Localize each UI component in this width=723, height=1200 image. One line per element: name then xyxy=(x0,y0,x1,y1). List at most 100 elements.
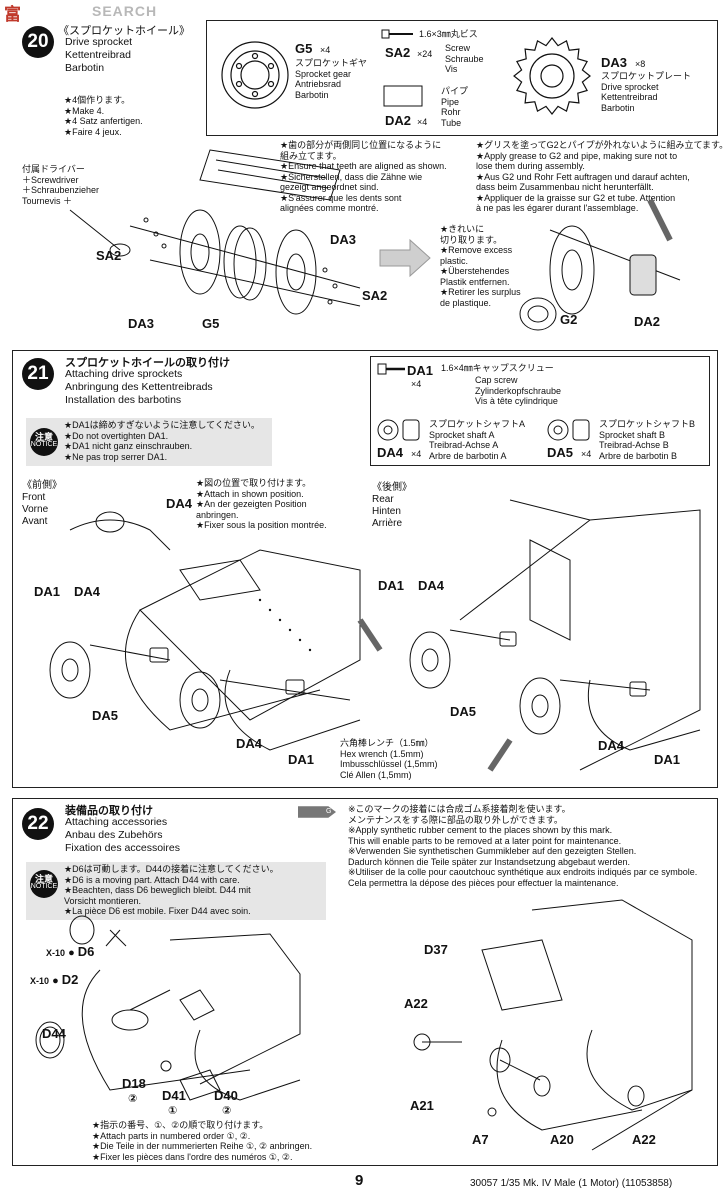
label-d44: D44 xyxy=(42,1026,66,1041)
step-20-title-jp: 《スプロケットホイール》 xyxy=(58,25,190,37)
watermark-cjk: 富 xyxy=(4,5,21,24)
g5-gear-icon xyxy=(221,41,289,109)
label-x10-d6: X-10 ● D6 xyxy=(46,944,94,959)
sa2-desc: Screw Schraube Vis xyxy=(445,43,484,74)
da1-desc: Cap screw Zylinderkopfschraube Vis à têt… xyxy=(475,375,562,406)
label-d37: D37 xyxy=(424,942,448,957)
da5-qty: ×4 xyxy=(581,449,592,459)
step-20-title-en: Drive sprocket xyxy=(65,36,133,48)
grease-note: ★グリスを塗ってG2とパイプが外れないように組み立てます。 ★Apply gre… xyxy=(476,140,723,213)
da5-label: DA5 xyxy=(547,445,574,460)
label-da4-top: DA4 xyxy=(166,496,193,511)
rear-hull-drawing xyxy=(357,499,701,772)
step-21-title-fr: Installation des barbotins xyxy=(65,394,182,406)
step-21-notice-text: ★DA1は締めすぎないように注意してください。 ★Do not overtigh… xyxy=(64,420,260,462)
label-d40-order: ② xyxy=(222,1105,232,1117)
label-da3-right: DA3 xyxy=(330,232,357,247)
da4-label: DA4 xyxy=(377,445,404,460)
step-22-panel xyxy=(12,798,718,1166)
grease-assembly-drawing xyxy=(549,198,681,315)
watermark: 富 SEARCH xyxy=(0,0,180,24)
label-da3-left: DA3 xyxy=(128,316,155,331)
step-22-title-fr: Fixation des accessoires xyxy=(65,842,180,854)
step-21-title-jp: スプロケットホイールの取り付け xyxy=(65,357,230,369)
dot-icon: ● xyxy=(52,975,59,987)
step-22-notice-text: ★D6は可動します。D44の接着に注意してください。 ★D6 is a movi… xyxy=(64,864,279,916)
cement-mark-icon xyxy=(298,806,336,818)
da2-label: DA2 xyxy=(385,113,412,128)
step-20-make4-note: ★4個作ります。 ★Make 4. ★4 Satz anfertigen. ★F… xyxy=(64,95,143,137)
da1-qty: ×4 xyxy=(411,379,422,389)
step-20-number: 20 xyxy=(22,26,54,58)
front-accessories-drawing xyxy=(35,915,301,1101)
step-21-title-de: Anbringung des Kettentreibrads xyxy=(65,381,213,393)
label-d18-order: ② xyxy=(128,1093,138,1105)
label-da5-left: DA5 xyxy=(92,708,119,723)
step-22-title-de: Anbau des Zubehörs xyxy=(65,829,163,841)
label-da4-right-bottom: DA4 xyxy=(598,738,625,753)
sprocket-assembly-drawing xyxy=(69,149,361,315)
step-20-parts-box: G5 ×4 スプロケットギヤ Sprocket gear Antriebsrad… xyxy=(206,20,718,136)
teeth-note: ★歯の部分が両側同じ位置になるように 組み立てます。 ★Ensure that … xyxy=(280,140,447,213)
g5-label: G5 xyxy=(295,41,313,56)
hex-wrench-label: 六角棒レンチ（1.5㎜） Hex wrench (1.5mm) Imbussch… xyxy=(340,738,438,780)
label-a22-top: A22 xyxy=(404,996,428,1011)
step-21-parts-box: DA1 ×4 1.6×4㎜キャップスクリュー Cap screw Zylinde… xyxy=(370,356,710,466)
step-21-notice-box xyxy=(26,418,272,466)
da1-spec: 1.6×4㎜キャップスクリュー xyxy=(441,363,554,373)
label-d40: D40 xyxy=(214,1088,238,1103)
sa2-label: SA2 xyxy=(385,45,411,60)
notice-en: NOTICE xyxy=(30,883,58,890)
pipe-icon xyxy=(383,85,423,107)
cap-screw-icon xyxy=(377,363,405,375)
label-a7: A7 xyxy=(472,1132,489,1147)
step-22-title-en: Attaching accessories xyxy=(65,816,168,828)
screw-icon xyxy=(381,29,413,39)
label-x10-d2: X-10 ● D2 xyxy=(30,972,78,987)
notice-jp: 注意 xyxy=(34,432,53,442)
da5-shaft-icon xyxy=(547,419,590,441)
label-da2: DA2 xyxy=(634,314,661,329)
x10-marker-a: X-10 xyxy=(46,948,66,958)
front-hull-drawing xyxy=(49,511,361,751)
dot-icon: ● xyxy=(68,947,75,959)
page-number: 9 xyxy=(355,1172,364,1189)
label-a22-bottom: A22 xyxy=(632,1132,656,1147)
step-22-notice-box xyxy=(26,862,326,920)
da1-label: DA1 xyxy=(407,363,434,378)
da3-sprocket-icon xyxy=(513,37,591,115)
step-20-title-fr: Barbotin xyxy=(65,62,105,74)
footer-model-info: 30057 1/35 Mk. IV Male (1 Motor) (110538… xyxy=(470,1178,673,1189)
label-sa2-right: SA2 xyxy=(362,288,388,303)
label-d41: D41 xyxy=(162,1088,186,1103)
screwdriver-label: 付属ドライバー ＋Screwdriver ＋Schraubenzieher To… xyxy=(22,164,100,206)
da4-shaft-icon xyxy=(377,419,420,441)
sa2-qty: ×24 xyxy=(417,49,433,59)
da5-desc: スプロケットシャフトB Sprocket shaft B Treibrad-Ac… xyxy=(599,419,696,461)
step-21-number: 21 xyxy=(22,358,54,390)
label-sa2-left: SA2 xyxy=(96,248,122,263)
da2-qty: ×4 xyxy=(417,117,428,127)
watermark-text: SEARCH xyxy=(92,3,158,19)
x10-marker-b: X-10 xyxy=(30,976,50,986)
label-a21: A21 xyxy=(410,1098,434,1113)
g5-desc: スプロケットギヤ Sprocket gear Antriebsrad Barbo… xyxy=(295,58,368,100)
cement-mark-g: G xyxy=(326,808,332,815)
step-20-title-de: Kettentreibrad xyxy=(65,49,131,61)
label-d6: D6 xyxy=(77,944,95,959)
notice-jp: 注意 xyxy=(34,874,53,884)
arrow-right-icon xyxy=(379,238,431,278)
order-note: ★指示の番号、①、②の順で取り付けます。 ★Attach parts in nu… xyxy=(92,1120,313,1162)
step-22-notice-badge: 注意 NOTICE xyxy=(30,870,58,898)
label-g2: G2 xyxy=(560,312,578,327)
step-21-panel xyxy=(12,350,718,788)
notice-en: NOTICE xyxy=(30,441,58,448)
plastic-note: ★きれいに 切り取ります。 ★Remove excess plastic. ★Ü… xyxy=(440,224,521,308)
label-da4-left-bottom: DA4 xyxy=(236,736,263,751)
label-d18: D18 xyxy=(122,1076,146,1091)
label-da4-left: DA4 xyxy=(74,584,101,599)
label-da1-left-bottom: DA1 xyxy=(288,752,315,767)
step-21-title-en: Attaching drive sprockets xyxy=(65,368,183,380)
step-22-title-jp: 装備品の取り付け xyxy=(65,805,153,817)
g5-qty: ×4 xyxy=(320,45,331,55)
